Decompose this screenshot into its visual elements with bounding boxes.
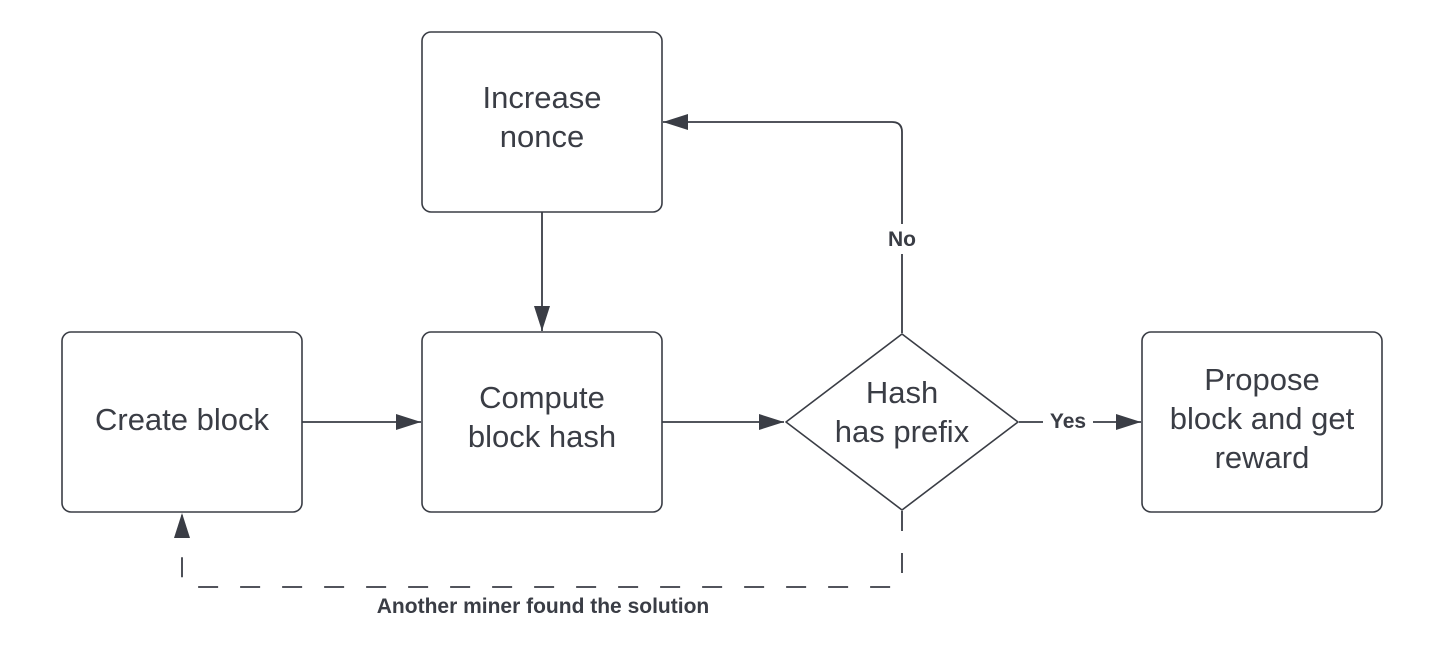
- svg-text:has prefix: has prefix: [835, 414, 970, 449]
- node-decision-hash-prefix: Hash has prefix: [785, 333, 1019, 511]
- node-compute-hash: Compute block hash: [421, 331, 663, 513]
- svg-text:reward: reward: [1215, 440, 1310, 475]
- svg-text:block hash: block hash: [468, 419, 616, 454]
- no-label: No: [888, 228, 916, 251]
- svg-text:Propose: Propose: [1204, 362, 1319, 397]
- node-create-block: Create block: [61, 331, 303, 513]
- edge-no-loop: [663, 114, 903, 333]
- svg-text:Create block: Create block: [95, 402, 270, 437]
- yes-label: Yes: [1050, 410, 1086, 433]
- svg-text:nonce: nonce: [500, 119, 584, 154]
- svg-text:block and get: block and get: [1170, 401, 1355, 436]
- svg-text:Increase: Increase: [483, 80, 602, 115]
- node-increase-nonce: Increase nonce: [421, 31, 663, 213]
- svg-text:Hash: Hash: [866, 375, 938, 410]
- edge-other-miner-dashed: [174, 511, 903, 588]
- node-propose-block: Propose block and get reward: [1141, 331, 1383, 513]
- other-miner-label: Another miner found the solution: [377, 595, 709, 618]
- svg-text:Compute: Compute: [479, 380, 605, 415]
